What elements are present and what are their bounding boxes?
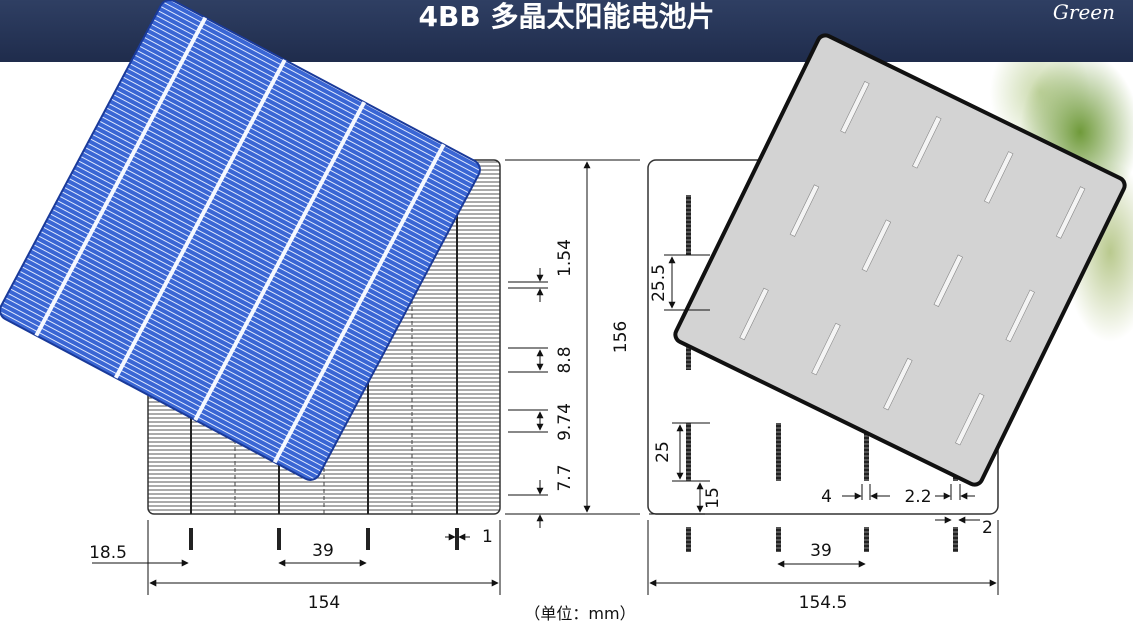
back-busbar-pitch-label: 39 xyxy=(810,541,832,561)
back-cell-photo xyxy=(673,33,1127,487)
pad-c-label: 7.7 xyxy=(555,464,575,491)
finger-pitch-label: 1.54 xyxy=(555,239,575,277)
banner-title: 4BB 多晶太阳能电池片 xyxy=(418,0,715,33)
front-height-label: 156 xyxy=(611,321,631,353)
front-width-label: 154 xyxy=(308,593,340,613)
back-gap-label: 25.5 xyxy=(649,264,669,302)
front-edge-label: 18.5 xyxy=(89,543,127,563)
unit-note: （单位：mm） xyxy=(524,604,636,623)
front-cell-photo xyxy=(0,0,481,481)
front-dimensions xyxy=(92,159,640,595)
brand-logo: Green xyxy=(1052,0,1115,24)
front-busbar-tabs xyxy=(189,528,459,550)
back-pad-width-label: 4 xyxy=(821,487,832,507)
back-width-label: 154.5 xyxy=(799,593,848,613)
front-busbar-pitch-label: 39 xyxy=(312,541,334,561)
back-dimensions xyxy=(647,254,999,595)
front-busbar-width-label: 1 xyxy=(482,527,493,547)
pad-a-label: 8.8 xyxy=(555,346,575,373)
pad-b-label: 9.74 xyxy=(555,403,575,441)
back-pad-length-label: 25 xyxy=(653,441,673,463)
back-pad-inner-label: 2.2 xyxy=(904,487,931,507)
back-bottom-offset-label: 15 xyxy=(703,487,723,509)
back-pad-small-label: 2 xyxy=(982,518,993,538)
